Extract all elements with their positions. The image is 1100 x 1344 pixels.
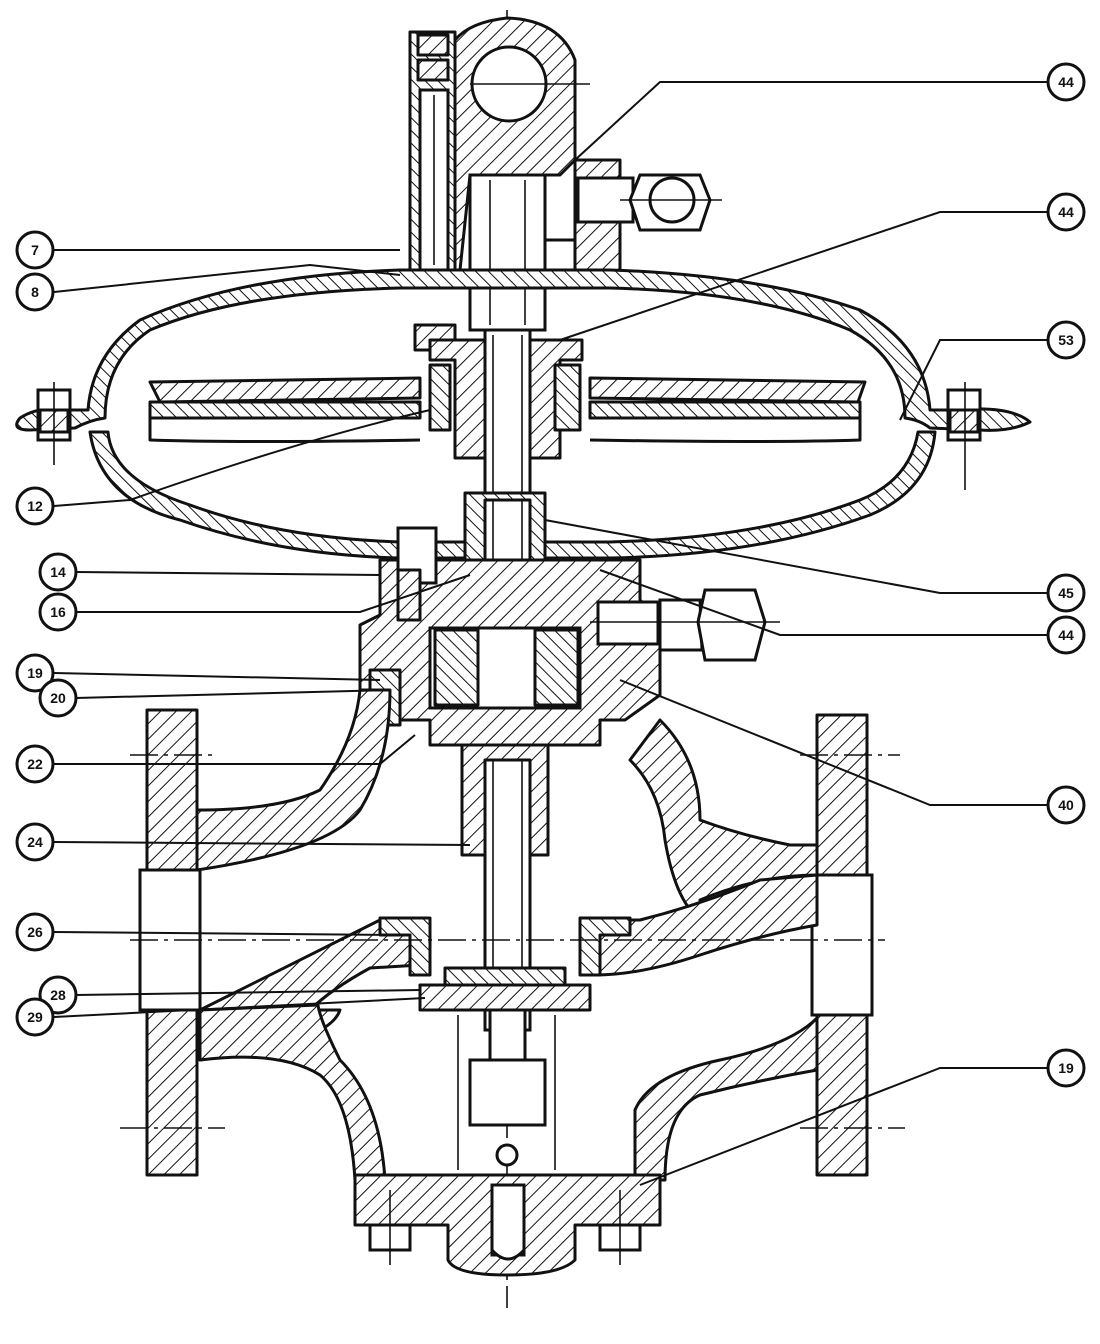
callout-label-8: 8 (15, 272, 55, 312)
svg-text:14: 14 (50, 564, 66, 580)
svg-text:19: 19 (1058, 1060, 1074, 1076)
svg-text:19: 19 (27, 665, 43, 681)
svg-text:29: 29 (27, 1009, 43, 1025)
top-yoke (408, 16, 722, 352)
diaphragm-housing (15, 268, 1032, 560)
svg-text:22: 22 (27, 756, 43, 772)
callout-label-24: 24 (15, 822, 55, 862)
callout-label-19-right: 19 (1046, 1048, 1086, 1088)
callout-label-12: 12 (15, 486, 55, 526)
svg-text:44: 44 (1058, 627, 1074, 643)
svg-text:53: 53 (1058, 332, 1074, 348)
lower-bonnet (358, 526, 780, 857)
callout-label-7: 7 (15, 230, 55, 270)
svg-text:40: 40 (1058, 797, 1074, 813)
callout-label-26: 26 (15, 912, 55, 952)
callout-label-14: 14 (38, 552, 78, 592)
svg-text:44: 44 (1058, 204, 1074, 220)
callout-label-44-top: 44 (1046, 62, 1086, 102)
leader-lines (53, 81, 1050, 1186)
callout-label-29: 29 (15, 997, 55, 1037)
callout-label-19-left: 19 (15, 653, 55, 693)
svg-text:12: 12 (27, 498, 43, 514)
svg-text:28: 28 (50, 987, 66, 1003)
callout-label-44-mid: 44 (1046, 192, 1086, 232)
svg-text:16: 16 (50, 604, 66, 620)
svg-text:20: 20 (50, 690, 66, 706)
callout-label-45: 45 (1046, 573, 1086, 613)
callout-label-53: 53 (1046, 320, 1086, 360)
callout-label-40: 40 (1046, 785, 1086, 825)
callout-label-20: 20 (38, 678, 78, 718)
svg-text:24: 24 (27, 834, 43, 850)
svg-text:8: 8 (31, 284, 39, 300)
valve-body (120, 688, 905, 1277)
callout-label-22: 22 (15, 744, 55, 784)
return-spring (457, 1015, 556, 1170)
callout-label-44-low: 44 (1046, 615, 1086, 655)
svg-text:7: 7 (31, 242, 39, 258)
callout-label-16: 16 (38, 592, 78, 632)
svg-text:26: 26 (27, 924, 43, 940)
svg-text:45: 45 (1058, 585, 1074, 601)
svg-text:44: 44 (1058, 74, 1074, 90)
